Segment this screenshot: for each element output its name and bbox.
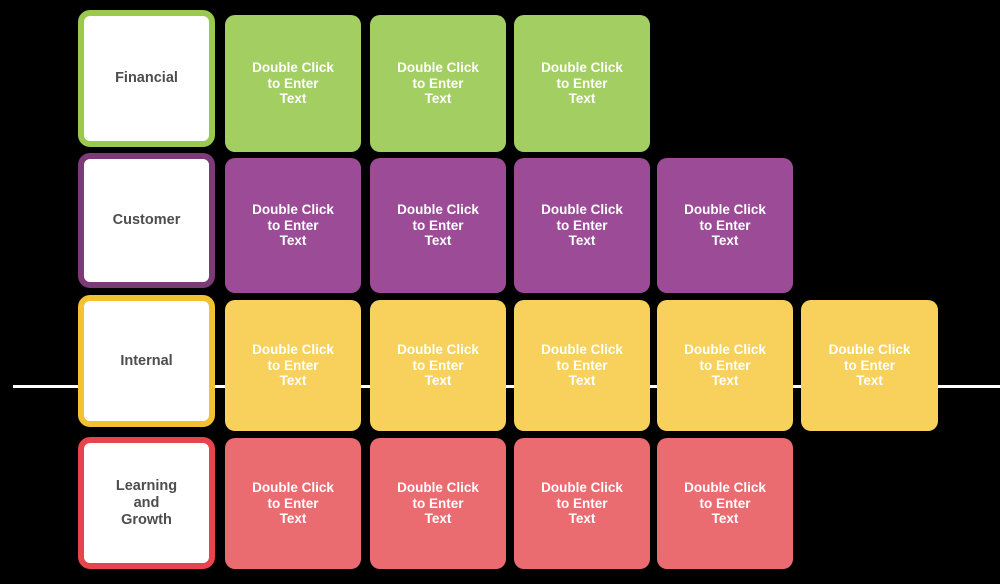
customer-card-2-placeholder: Double Click to Enter Text xyxy=(397,202,479,249)
learning-growth-card-3[interactable]: Double Click to Enter Text xyxy=(514,438,650,569)
row-label-customer[interactable]: Customer xyxy=(78,153,215,288)
customer-card-1[interactable]: Double Click to Enter Text xyxy=(225,158,361,293)
row-label-internal-text: Internal xyxy=(120,352,173,369)
learning-growth-card-4-placeholder: Double Click to Enter Text xyxy=(684,480,766,527)
learning-growth-card-4[interactable]: Double Click to Enter Text xyxy=(657,438,793,569)
internal-card-5[interactable]: Double Click to Enter Text xyxy=(801,300,938,431)
financial-card-2-placeholder: Double Click to Enter Text xyxy=(397,60,479,107)
internal-card-2-placeholder: Double Click to Enter Text xyxy=(397,342,479,389)
financial-card-1[interactable]: Double Click to Enter Text xyxy=(225,15,361,152)
internal-card-1[interactable]: Double Click to Enter Text xyxy=(225,300,361,431)
customer-card-4[interactable]: Double Click to Enter Text xyxy=(657,158,793,293)
row-label-internal[interactable]: Internal xyxy=(78,295,215,427)
financial-card-2[interactable]: Double Click to Enter Text xyxy=(370,15,506,152)
customer-card-4-placeholder: Double Click to Enter Text xyxy=(684,202,766,249)
row-label-learning-growth[interactable]: Learning and Growth xyxy=(78,437,215,569)
financial-card-3-placeholder: Double Click to Enter Text xyxy=(541,60,623,107)
internal-card-3[interactable]: Double Click to Enter Text xyxy=(514,300,650,431)
learning-growth-card-2-placeholder: Double Click to Enter Text xyxy=(397,480,479,527)
learning-growth-card-1-placeholder: Double Click to Enter Text xyxy=(252,480,334,527)
learning-growth-card-1[interactable]: Double Click to Enter Text xyxy=(225,438,361,569)
row-label-learning-growth-text: Learning and Growth xyxy=(115,477,178,528)
internal-card-4-placeholder: Double Click to Enter Text xyxy=(684,342,766,389)
divider-line xyxy=(13,385,1000,388)
row-label-customer-text: Customer xyxy=(112,212,181,228)
row-label-financial-text: Financial xyxy=(115,70,178,86)
row-label-financial[interactable]: Financial xyxy=(78,10,215,147)
financial-card-1-placeholder: Double Click to Enter Text xyxy=(252,60,334,107)
internal-card-1-placeholder: Double Click to Enter Text xyxy=(252,342,334,389)
learning-growth-card-2[interactable]: Double Click to Enter Text xyxy=(370,438,506,569)
customer-card-1-placeholder: Double Click to Enter Text xyxy=(252,202,334,249)
financial-card-3[interactable]: Double Click to Enter Text xyxy=(514,15,650,152)
internal-card-2[interactable]: Double Click to Enter Text xyxy=(370,300,506,431)
customer-card-2[interactable]: Double Click to Enter Text xyxy=(370,158,506,293)
internal-card-5-placeholder: Double Click to Enter Text xyxy=(828,342,911,389)
learning-growth-card-3-placeholder: Double Click to Enter Text xyxy=(541,480,623,527)
customer-card-3-placeholder: Double Click to Enter Text xyxy=(541,202,623,249)
internal-card-4[interactable]: Double Click to Enter Text xyxy=(657,300,793,431)
customer-card-3[interactable]: Double Click to Enter Text xyxy=(514,158,650,293)
internal-card-3-placeholder: Double Click to Enter Text xyxy=(541,342,623,389)
